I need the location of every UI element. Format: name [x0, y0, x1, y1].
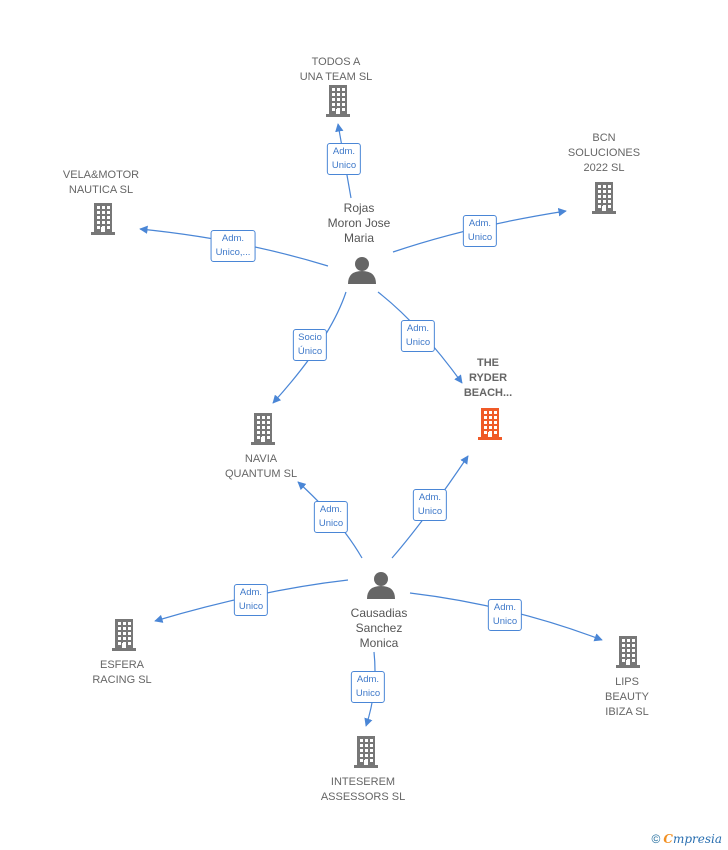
edge-label-causadias-lips[interactable]: Adm. Unico	[487, 599, 523, 631]
node-label-lips[interactable]: LIPS BEAUTY IBIZA SL	[604, 676, 650, 718]
building-icon-vela[interactable]	[91, 203, 115, 235]
person-icon-rojas[interactable]	[348, 257, 376, 284]
person-icon-causadias[interactable]	[367, 572, 395, 599]
node-label-causadias[interactable]: Causadias Sanchez Monica	[350, 606, 408, 650]
node-label-ryder[interactable]: THE RYDER BEACH...	[463, 357, 513, 399]
node-label-rojas[interactable]: Rojas Moron Jose Maria	[327, 201, 391, 245]
copyright-icon: ©	[651, 832, 661, 846]
edge-label-rojas-vela[interactable]: Adm. Unico,...	[210, 230, 256, 262]
building-icon-esfera[interactable]	[112, 619, 136, 651]
edge-label-causadias-ryder[interactable]: Adm. Unico	[412, 489, 448, 521]
node-label-navia[interactable]: NAVIA QUANTUM SL	[224, 453, 298, 480]
building-icon-todos[interactable]	[326, 85, 350, 117]
node-label-bcn[interactable]: BCN SOLUCIONES 2022 SL	[567, 132, 641, 174]
edge-label-rojas-bcn[interactable]: Adm. Unico	[462, 215, 498, 247]
building-icon-bcn[interactable]	[592, 182, 616, 214]
edge-label-rojas-navia[interactable]: Socio Único	[292, 329, 328, 361]
building-icon-lips[interactable]	[616, 636, 640, 668]
edge-label-rojas-todos[interactable]: Adm. Unico	[326, 143, 362, 175]
brand-name: mpresia	[672, 832, 722, 846]
brand-footer[interactable]: ©Cmpresia	[652, 832, 722, 846]
building-icon-navia[interactable]	[251, 413, 275, 445]
building-icon-inteserem[interactable]	[354, 736, 378, 768]
node-label-inteserem[interactable]: INTESEREM ASSESSORS SL	[320, 776, 406, 803]
edge-label-causadias-esfera[interactable]: Adm. Unico	[233, 584, 269, 616]
building-icon-ryder[interactable]	[478, 408, 502, 440]
edge-label-causadias-inteserem[interactable]: Adm. Unico	[350, 671, 386, 703]
node-label-todos[interactable]: TODOS A UNA TEAM SL	[299, 56, 373, 83]
edge-label-rojas-ryder[interactable]: Adm. Unico	[400, 320, 436, 352]
node-label-esfera[interactable]: ESFERA RACING SL	[92, 659, 152, 686]
edge-label-causadias-navia[interactable]: Adm. Unico	[313, 501, 349, 533]
brand-initial: C	[663, 832, 673, 846]
node-label-vela[interactable]: VELA&MOTOR NAUTICA SL	[62, 169, 140, 196]
